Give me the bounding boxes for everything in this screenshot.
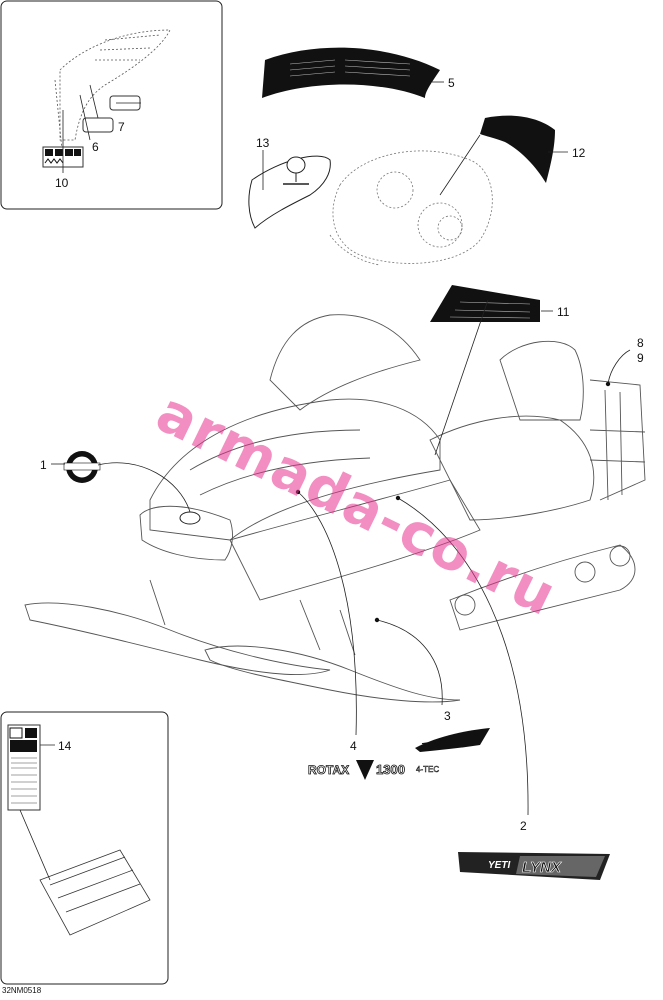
- decal-11-shape: [430, 285, 540, 322]
- callout-4: 4: [350, 739, 357, 753]
- decal-5-shape: [262, 47, 440, 98]
- callout-11: 11: [557, 305, 570, 319]
- callout-13: 13: [256, 136, 270, 150]
- tuv-text: TUV: [421, 739, 444, 753]
- pin-4: [295, 489, 301, 495]
- rotax-logo: ROTAX 1300 4-TEC: [308, 760, 440, 780]
- console-sketch: [329, 150, 493, 266]
- tuv-logo: TUV: [415, 728, 490, 753]
- callout-3: 3: [444, 709, 451, 723]
- callout-12: 12: [572, 146, 586, 160]
- callout-9: 9: [637, 351, 644, 365]
- inset-frame-bottom-left: [0, 711, 169, 985]
- callout-6: 6: [92, 140, 99, 154]
- decal-1-mount: [179, 511, 201, 525]
- decal-1-shape: [63, 451, 101, 483]
- lynx-text: LYNX: [522, 859, 562, 876]
- pin-2: [395, 495, 401, 501]
- callout-5: 5: [448, 76, 455, 90]
- leader-console: [439, 134, 481, 196]
- callout-8: 8: [637, 336, 644, 350]
- snowmobile-outline: [24, 314, 646, 703]
- callout-14: 14: [58, 739, 72, 753]
- yeti-lynx-logo: YETI LYNX: [458, 852, 610, 880]
- engine-suffix-text: 4-TEC: [416, 765, 439, 774]
- yeti-text: YETI: [488, 860, 510, 871]
- callout-10: 10: [55, 176, 69, 190]
- rack-decal-shape: [39, 849, 151, 936]
- decal-12-shape: [480, 115, 555, 183]
- callout-2: 2: [520, 819, 527, 833]
- pin-8: [605, 381, 611, 387]
- leader-lines-inset: [62, 84, 141, 173]
- decal-13-shape: [248, 155, 331, 229]
- callout-1: 1: [40, 458, 47, 472]
- rotax-text: ROTAX: [308, 763, 349, 777]
- leader-14-sheet: [19, 809, 51, 881]
- pin-3: [374, 617, 380, 623]
- diagram-reference: 32NM0518: [2, 986, 42, 995]
- decal-14-shape: [7, 724, 41, 811]
- engine-text: 1300: [376, 762, 405, 777]
- inset-frame-top-left: [0, 0, 223, 210]
- callout-7: 7: [118, 120, 125, 134]
- inset-seat-sketch: [54, 29, 171, 151]
